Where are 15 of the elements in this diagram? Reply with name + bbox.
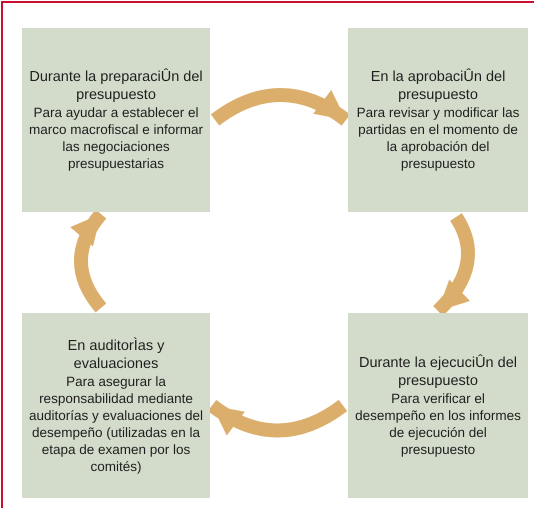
curved-arrow [70,210,106,312]
stage-description: Para revisar y modificar las partidas en el momento de la aprobación del presupuesto [356,104,520,172]
stage-description: Para verificar el desempeño en los informes de ejecución del presupuesto [354,390,522,458]
stage-title: Durante la preparaciÛn del presupuesto [28,68,204,104]
stage-box [22,28,210,212]
stage-title: En auditorÌas y evaluaciones [66,336,166,372]
stage-box [22,313,210,498]
stage-title: En la aprobaciÛn del presupuesto [370,68,506,104]
stage-box [348,313,528,498]
stage-title: Durante la ejecuciÛn del presupuesto [358,354,518,390]
curved-arrow [432,213,475,316]
stage-description: Para asegurar la responsabilidad mediante auditorías y evaluaciones del desempeño (utilizadas en la etapa de examen por los comités) [28,372,204,474]
stage-box [348,28,528,212]
curved-arrow [210,88,350,126]
stage-description: Para ayudar a establecer el marco macrofiscal e informar las negociaciones presupuestarias [28,104,204,172]
